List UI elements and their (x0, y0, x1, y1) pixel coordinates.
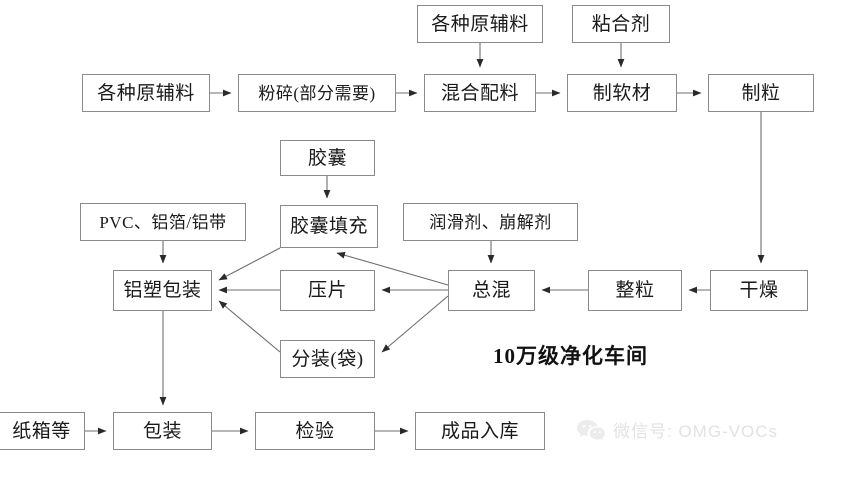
node-capsule-filling[interactable]: 胶囊填充 (280, 205, 378, 248)
node-tableting[interactable]: 压片 (280, 270, 375, 311)
edge-bagfilling-to-alupack (218, 300, 281, 353)
wechat-icon (577, 419, 605, 440)
node-total-mixing[interactable]: 总混 (448, 270, 535, 311)
node-cartons[interactable]: 纸箱等 (0, 412, 85, 450)
node-lubricant[interactable]: 润滑剂、崩解剂 (403, 203, 578, 241)
node-binder[interactable]: 粘合剂 (572, 5, 670, 43)
node-sizing[interactable]: 整粒 (588, 270, 682, 311)
node-alu-plastic-pack[interactable]: 铝塑包装 (113, 270, 212, 311)
clean-room-label: 10万级净化车间 (493, 344, 648, 368)
edge-capsulefill-to-alupack (218, 247, 281, 281)
node-raw-materials-2[interactable]: 各种原辅料 (417, 5, 543, 43)
watermark-text: 微信号: OMG-VOCs (613, 422, 779, 441)
node-pvc-foil[interactable]: PVC、铝箔/铝带 (80, 203, 246, 241)
node-drying[interactable]: 干燥 (710, 270, 808, 311)
edge-totalmix-to-capsulefill (336, 251, 449, 286)
node-raw-materials-1[interactable]: 各种原辅料 (82, 74, 210, 112)
node-soft-material[interactable]: 制软材 (567, 74, 677, 112)
node-granulation[interactable]: 制粒 (708, 74, 814, 112)
node-crushing[interactable]: 粉碎(部分需要) (238, 74, 396, 112)
node-packaging[interactable]: 包装 (113, 412, 212, 450)
watermark: 微信号: OMG-VOCs (576, 417, 778, 442)
node-capsule[interactable]: 胶囊 (280, 140, 375, 176)
node-inspection[interactable]: 检验 (255, 412, 375, 450)
node-bag-filling[interactable]: 分装(袋) (280, 340, 375, 378)
edge-totalmix-to-bagfilling (381, 295, 449, 353)
node-finished-goods[interactable]: 成品入库 (415, 412, 545, 450)
node-mixing[interactable]: 混合配料 (424, 74, 536, 112)
